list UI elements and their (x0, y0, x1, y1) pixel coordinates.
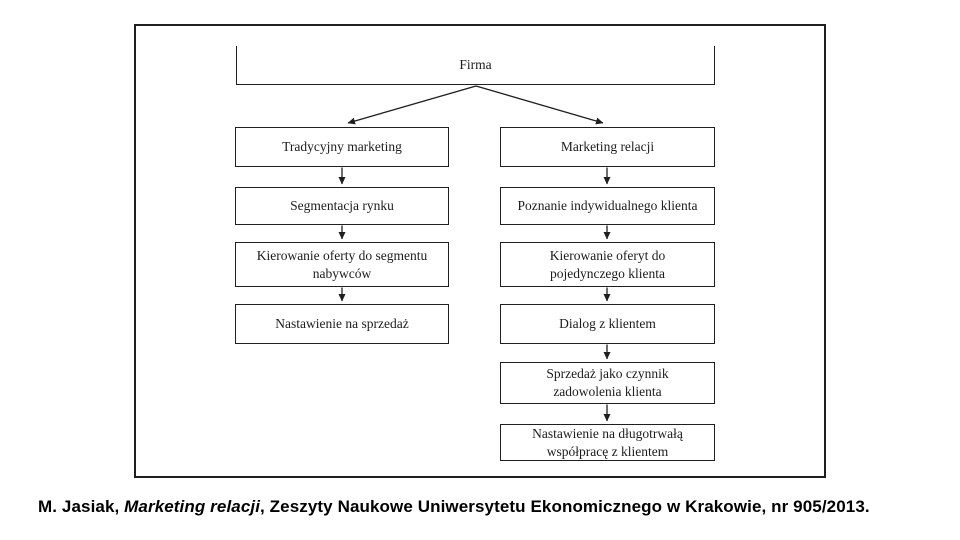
node-nastawienie-na-sprzedaz: Nastawienie na sprzedaż (235, 304, 449, 344)
node-sprzedaz-jako-czynnik: Sprzedaż jako czynnik zadowolenia klient… (500, 362, 715, 404)
node-poznanie-indywidualnego-klienta: Poznanie indywidualnego klienta (500, 187, 715, 225)
arrow-firma-to-tradycyjny-marketing (347, 85, 477, 125)
citation-rest: , Zeszyty Naukowe Uniwersytetu Ekonomicz… (260, 497, 870, 516)
node-kierowanie-ofert-do-klienta: Kierowanie oferyt do pojedynczego klient… (500, 242, 715, 287)
citation: M. Jasiak, Marketing relacji, Zeszyty Na… (38, 497, 938, 517)
node-firma: Firma (236, 46, 715, 85)
node-dialog-z-klientem: Dialog z klientem (500, 304, 715, 344)
arrow-firma-to-marketing-relacji (475, 85, 604, 125)
node-kierowanie-oferty-do-segmentu: Kierowanie oferty do segmentu nabywców (235, 242, 449, 287)
node-marketing-relacji: Marketing relacji (500, 127, 715, 167)
node-tradycyjny-marketing: Tradycyjny marketing (235, 127, 449, 167)
node-nastawienie-na-wspolprace: Nastawienie na długotrwałą współpracę z … (500, 424, 715, 461)
citation-author: M. Jasiak, (38, 497, 125, 516)
node-segmentacja-rynku: Segmentacja rynku (235, 187, 449, 225)
citation-title: Marketing relacji (124, 497, 261, 516)
figure-frame: Firma Tradycyjny marketing Segmentacja r… (134, 24, 826, 478)
